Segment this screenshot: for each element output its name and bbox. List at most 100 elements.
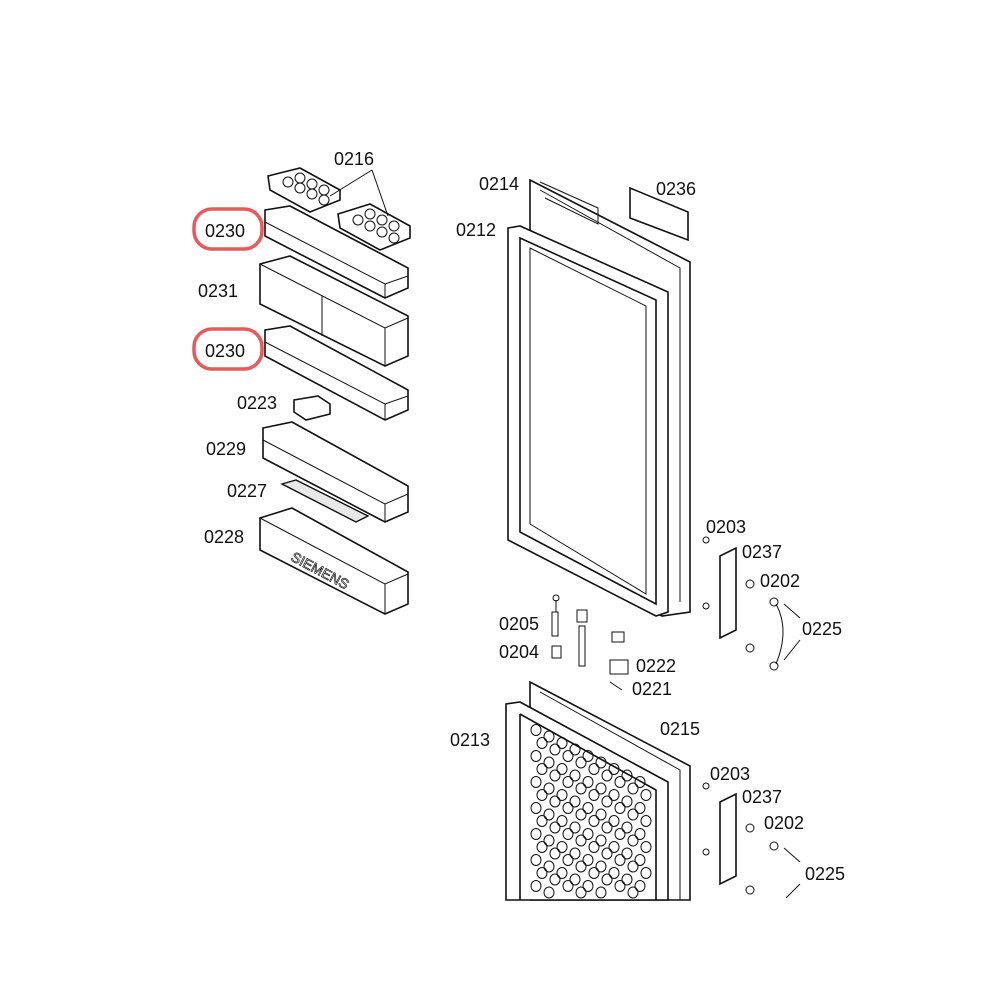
honeycomb-cell	[595, 860, 607, 873]
label-0228[interactable]: 0228	[204, 527, 244, 547]
honeycomb-cell	[595, 834, 607, 847]
honeycomb-cell	[556, 841, 568, 853]
label-0236[interactable]: 0236	[656, 179, 696, 199]
label-0225-upper[interactable]: 0225	[802, 619, 842, 639]
honeycomb-cell	[536, 815, 548, 827]
door-balcony-0231	[259, 255, 409, 367]
honeycomb-cell	[627, 782, 639, 795]
label-0230-upper[interactable]: 0230	[205, 221, 245, 241]
honeycomb-cell	[556, 867, 568, 879]
door-shelf-0230-upper	[264, 205, 409, 299]
honeycomb-cell	[621, 847, 633, 860]
honeycomb-cell	[614, 880, 626, 892]
honeycomb-cell	[608, 815, 620, 827]
label-0213[interactable]: 0213	[450, 730, 490, 750]
honeycomb-cell	[634, 854, 646, 866]
cover-0236	[629, 186, 689, 242]
honeycomb-cell	[608, 867, 620, 879]
honeycomb-cell	[582, 880, 594, 892]
honeycomb-cell	[588, 789, 600, 801]
honeycomb-cell	[543, 756, 555, 769]
honeycomb-cell	[601, 821, 613, 834]
honeycomb-pattern	[530, 724, 652, 899]
label-0237-lower[interactable]: 0237	[742, 787, 782, 807]
honeycomb-cell	[543, 730, 555, 743]
label-0221[interactable]: 0221	[632, 679, 672, 699]
honeycomb-cell	[543, 808, 555, 821]
honeycomb-cell	[575, 756, 587, 769]
label-0203-lower[interactable]: 0203	[710, 764, 750, 784]
honeycomb-cell	[530, 750, 542, 762]
honeycomb-cell	[608, 789, 620, 801]
door-seal-0213	[505, 701, 669, 901]
highlight-0230-upper	[192, 207, 264, 251]
honeycomb-cell	[562, 854, 574, 866]
honeycomb-cell	[640, 867, 652, 879]
label-0205[interactable]: 0205	[499, 614, 539, 634]
honeycomb-cell	[549, 847, 561, 860]
honeycomb-cell	[536, 867, 548, 879]
honeycomb-cell	[569, 847, 581, 860]
egg-tray-right	[337, 203, 411, 251]
label-0203-upper[interactable]: 0203	[706, 517, 746, 537]
screws-upper	[702, 536, 784, 671]
label-0223[interactable]: 0223	[237, 393, 277, 413]
honeycomb-cell	[634, 802, 646, 814]
honeycomb-cell	[601, 847, 613, 860]
honeycomb-cell	[556, 815, 568, 827]
label-0202-upper[interactable]: 0202	[760, 571, 800, 591]
label-0227[interactable]: 0227	[227, 481, 267, 501]
label-0202-lower[interactable]: 0202	[764, 813, 804, 833]
honeycomb-cell	[640, 815, 652, 827]
honeycomb-cell	[588, 867, 600, 879]
honeycomb-cell	[562, 776, 574, 788]
label-0229[interactable]: 0229	[206, 439, 246, 459]
honeycomb-cell	[608, 841, 620, 853]
label-0215[interactable]: 0215	[660, 719, 700, 739]
honeycomb-cell	[595, 808, 607, 821]
hinge-parts	[551, 594, 629, 691]
label-0225-lower[interactable]: 0225	[805, 864, 845, 884]
honeycomb-cell	[634, 828, 646, 840]
label-0216[interactable]: 0216	[334, 149, 374, 169]
honeycomb-cell	[562, 828, 574, 840]
honeycomb-cell	[621, 873, 633, 886]
label-0214[interactable]: 0214	[479, 174, 519, 194]
honeycomb-cell	[543, 860, 555, 873]
honeycomb-cell	[575, 808, 587, 821]
honeycomb-cell	[601, 873, 613, 886]
label-0237-upper[interactable]: 0237	[742, 542, 782, 562]
honeycomb-cell	[582, 828, 594, 840]
honeycomb-cell	[569, 769, 581, 782]
honeycomb-cell	[530, 828, 542, 840]
honeycomb-cell	[640, 789, 652, 801]
label-0222[interactable]: 0222	[636, 656, 676, 676]
label-0231[interactable]: 0231	[198, 281, 238, 301]
bottle-shelf-0228: SIEMENS	[259, 507, 409, 615]
honeycomb-cell	[614, 854, 626, 866]
label-0230-lower[interactable]: 0230	[205, 341, 245, 361]
honeycomb-cell	[562, 802, 574, 814]
leader-0225-upper	[783, 603, 801, 661]
honeycomb-cell	[621, 795, 633, 808]
honeycomb-cell	[536, 737, 548, 749]
honeycomb-cell	[601, 769, 613, 782]
honeycomb-cell	[575, 834, 587, 847]
honeycomb-cell	[621, 821, 633, 834]
honeycomb-cell	[588, 815, 600, 827]
honeycomb-cell	[627, 860, 639, 873]
small-container-0223	[293, 395, 331, 421]
label-0212[interactable]: 0212	[456, 220, 496, 240]
honeycomb-cell	[582, 854, 594, 866]
honeycomb-cell	[627, 808, 639, 821]
honeycomb-cell	[530, 724, 542, 736]
honeycomb-cell	[569, 873, 581, 886]
label-0204[interactable]: 0204	[499, 642, 539, 662]
honeycomb-cell	[569, 821, 581, 834]
door-shelf-0229	[262, 421, 409, 523]
handle-0237-upper	[719, 546, 737, 640]
honeycomb-cell	[562, 750, 574, 762]
honeycomb-cell	[562, 880, 574, 892]
